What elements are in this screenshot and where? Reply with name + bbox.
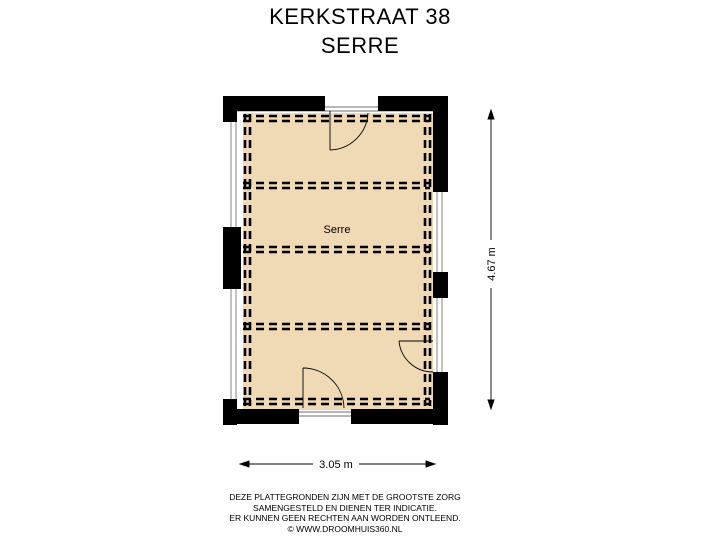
wall-bottom-right [351,409,448,424]
room-title: SERRE [320,33,400,58]
wall-bottom-left [223,409,299,424]
room-label: Serre [324,224,351,236]
door-bottom [302,367,345,409]
address-title: KERKSTRAAT 38 [269,4,451,29]
width-label: 3.05 m [319,459,353,471]
disclaimer-line: SAMENGESTELD EN DIENEN TER INDICATIE. [253,502,437,513]
room-floor [243,113,433,410]
wall-right-mid-post [433,272,448,298]
disclaimer-line: DEZE PLATTEGRONDEN ZIJN MET DE GROOTSTE … [229,492,461,502]
roof-beams [243,114,432,406]
disclaimer: DEZE PLATTEGRONDEN ZIJN MET DE GROOTSTE … [0,492,690,534]
disclaimer-line: ER KUNNEN GEEN RECHTEN AAN WORDEN ONTLEE… [229,513,461,523]
walls [223,96,448,425]
wall-top-right [378,96,448,111]
door-top [329,111,369,151]
wall-left-top-post [223,96,237,122]
disclaimer-line: © WWW.DROOMHUIS360.NL [287,523,403,534]
door-right [398,340,434,373]
wall-left-mid-post [223,227,241,289]
wall-right-top-post [433,96,448,192]
height-label: 4.67 m [486,247,498,281]
wall-top-left [223,96,325,111]
